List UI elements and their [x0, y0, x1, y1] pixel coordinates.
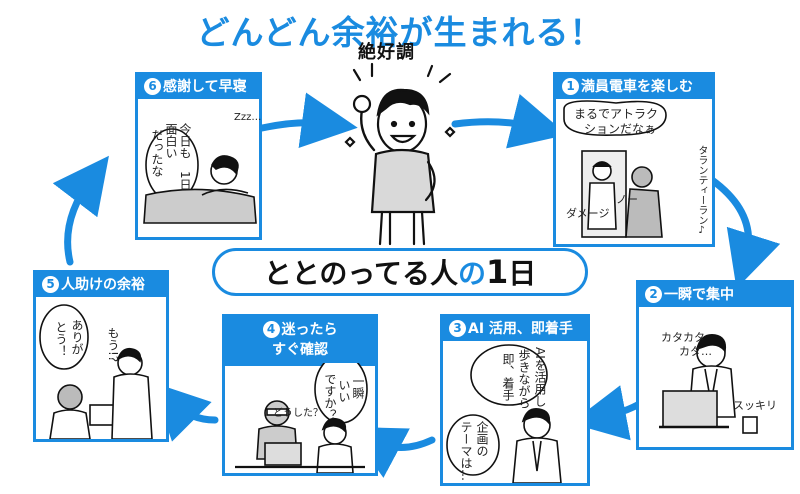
- panel-1-side-text-3: ノー: [616, 193, 638, 207]
- panel-1-number: 1: [562, 78, 579, 95]
- center-band: ととのってる人の1日: [212, 248, 588, 296]
- center-caption: 絶好調: [358, 38, 415, 64]
- panel-1-bubble-line-2: ションだなぁ: [584, 122, 656, 136]
- center-band-text: ととのってる人: [264, 257, 458, 290]
- panel-4-side-text-1: どうした？: [273, 407, 323, 421]
- panel-4-label: 迷ったら: [282, 322, 338, 338]
- panel-2-side-text-3: スッキリ: [733, 399, 777, 413]
- panel-6-side-text-1: Zzz…: [234, 111, 261, 125]
- panel-6-label: 感謝して早寝: [163, 79, 247, 95]
- panel-1-side-text-2: ダメージ: [566, 207, 609, 221]
- panel-3-number: 3: [449, 320, 466, 337]
- panel-5-bubble-line-2: とう！: [54, 321, 68, 357]
- panel-1-label: 満員電車を楽しむ: [581, 79, 693, 95]
- arrow-6-to-center: [262, 123, 330, 128]
- arrow-5-to-6: [68, 178, 92, 262]
- arrow-4-to-5: [172, 402, 215, 420]
- panel-4-label-2: すぐ確認: [272, 342, 328, 358]
- panel-4-bubble-line-2: いい: [337, 379, 351, 403]
- panel-6-bubble-line-4: だったな: [150, 129, 164, 177]
- panel-2-label: 一瞬で集中: [664, 287, 734, 303]
- panel-2-side-text-1: カタカタ: [661, 331, 705, 345]
- panel-5-illustration: [36, 297, 166, 439]
- panel-3-bubble-line-4: 企画の: [475, 421, 489, 457]
- panel-5-bubble-line-1: ありが: [70, 319, 84, 355]
- panel-6-bubble-line-3: 1日: [178, 171, 192, 191]
- panel-2-number: 2: [645, 286, 662, 303]
- center-character-illustration: [330, 62, 470, 248]
- panel-6-bubble-line-1: 今日も: [178, 123, 192, 159]
- arrow-1-to-2: [712, 180, 749, 262]
- center-band-accent: の: [458, 257, 486, 290]
- panel-5-number: 5: [42, 276, 59, 293]
- panel-4-bubble-line-3: ですか？: [323, 373, 337, 421]
- panel-5-bubble-line-3: もう!?: [106, 327, 120, 362]
- panel-3-bubble-line-2: 歩きながら: [517, 349, 531, 409]
- panel-5-label: 人助けの余裕: [61, 277, 145, 293]
- panel-1-side-text-1: タランティーラン♪: [694, 145, 708, 236]
- panel-4-number: 4: [263, 321, 280, 338]
- panel-4-bubble-line-1: 一瞬: [351, 375, 365, 399]
- panel-3-bubble-line-5: テーマは…: [459, 421, 473, 481]
- panel-2-illustration: [639, 307, 791, 447]
- center-band-tail: 日: [508, 257, 536, 290]
- panel-6-bubble-line-2: 面白い: [164, 123, 178, 159]
- panel-2-side-text-2: カタ…: [679, 345, 712, 359]
- panel-1-bubble-line-1: まるでアトラク: [574, 107, 658, 121]
- arrow-3-to-4: [372, 440, 432, 448]
- center-band-number: 1: [486, 253, 508, 291]
- panel-3-label: AI 活用、即着手: [468, 321, 573, 337]
- panel-3-bubble-line-1: AIを活用し: [533, 347, 547, 407]
- panel-6-number: 6: [144, 78, 161, 95]
- panel-3-bubble-line-3: 即、着手: [501, 353, 515, 401]
